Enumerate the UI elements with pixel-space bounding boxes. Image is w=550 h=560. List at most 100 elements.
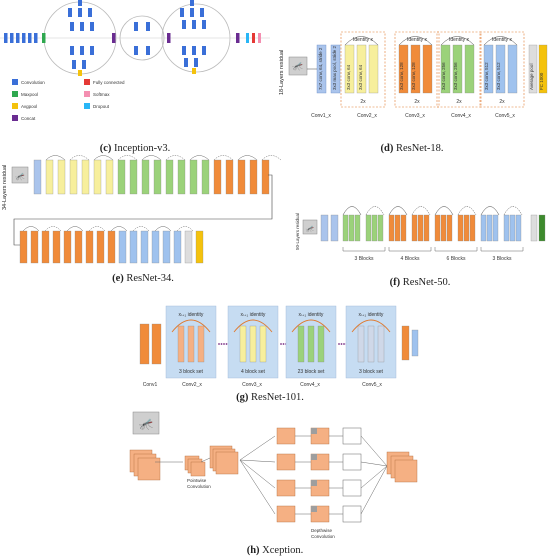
block-set-label: 4 block set xyxy=(241,369,266,375)
resnet-34-layer xyxy=(201,159,210,195)
dotted-connector xyxy=(282,343,285,345)
residual-layer-block xyxy=(177,325,185,363)
residual-layer-block xyxy=(483,44,494,94)
resnet-18-caption: (d) ResNet-18. xyxy=(380,143,444,154)
stage-label: Conv5_x xyxy=(362,382,382,388)
stage-label: Conv4_x xyxy=(300,382,320,388)
resnet-34-wrap-connector xyxy=(13,174,273,246)
convolution-block xyxy=(90,46,94,55)
residual-layer-block xyxy=(367,325,375,363)
bottleneck-layer xyxy=(446,214,453,242)
depthwise-input-block xyxy=(276,505,296,523)
convolution-block xyxy=(10,33,14,43)
dropout-block xyxy=(246,33,249,43)
skip-connection-arc xyxy=(440,36,475,46)
merge-arrow xyxy=(360,461,388,467)
convolution-block xyxy=(182,46,186,55)
skip-connection-arc xyxy=(69,155,90,161)
resnet-34-layer xyxy=(30,230,39,264)
skip-connection-arc xyxy=(480,206,500,216)
residual-layer-block xyxy=(452,44,463,94)
maxpool-block xyxy=(330,44,341,94)
skip-connection-arc xyxy=(213,155,234,161)
average-pool-block xyxy=(401,325,410,361)
bottleneck-layer xyxy=(423,214,430,242)
resnet-34-diagram: 34-Layers residual 🦟 xyxy=(2,155,282,264)
skip-connection-arc xyxy=(237,155,258,161)
resnet-34-layer xyxy=(52,230,61,264)
residual-layer-block xyxy=(344,44,355,94)
legend-label: Concat xyxy=(21,116,36,121)
legend-label: Maxpool xyxy=(21,92,38,97)
convolution-block xyxy=(190,0,194,6)
depthwise-output-block xyxy=(342,479,362,497)
resnet-34-layer xyxy=(85,230,94,264)
depthwise-output-block xyxy=(342,453,362,471)
legend-label: Dropout xyxy=(93,104,110,109)
skip-connection-arc xyxy=(189,155,210,161)
convolution-block xyxy=(192,46,196,55)
bottleneck-layer xyxy=(515,214,522,242)
resnet-34-layer xyxy=(177,159,186,195)
skip-connection-arc xyxy=(457,206,477,216)
average-pool-block xyxy=(530,214,538,242)
legend-label: Avgpool xyxy=(21,104,37,109)
bottleneck-layer xyxy=(371,214,378,242)
resnet-34-layer xyxy=(151,230,160,264)
bottleneck-layer xyxy=(457,214,464,242)
convolution-block xyxy=(68,8,72,17)
skip-connection-arc xyxy=(22,226,40,232)
dotted-connector xyxy=(280,343,282,345)
legend-swatch xyxy=(12,79,18,85)
stage-label: Conv3_x xyxy=(405,113,425,119)
convolution-block xyxy=(34,33,38,43)
skip-connection-arc xyxy=(45,155,66,161)
conv1-block xyxy=(139,323,150,365)
skip-connection-arc xyxy=(141,155,162,161)
legend-swatch xyxy=(12,91,18,97)
layer-label: 3x3 conv, 512 xyxy=(496,62,501,90)
skip-connection-arc xyxy=(44,226,62,232)
depthwise-input-block xyxy=(276,453,296,471)
convolution-block xyxy=(182,20,186,29)
resnet-34-layer xyxy=(107,230,116,264)
resnet-34-layer xyxy=(63,230,72,264)
concat-block xyxy=(236,33,240,43)
block-brace xyxy=(342,247,386,252)
legend-label: Softmax xyxy=(93,92,110,97)
convolution-block xyxy=(78,8,82,17)
convolution-block xyxy=(4,33,8,43)
softmax-block xyxy=(258,33,261,43)
pointwise-label: Pointwise xyxy=(187,478,207,483)
skip-connection-arc xyxy=(132,226,150,232)
identity-label: xₗ₊₁ identity xyxy=(241,312,266,318)
resnet-34-layer xyxy=(74,230,83,264)
maxpool-block xyxy=(151,323,162,365)
skip-connection-arc xyxy=(93,155,114,161)
layer-label: 3x3 conv, 128 xyxy=(399,62,404,90)
depthwise-kernel xyxy=(311,428,317,434)
residual-layer-block xyxy=(507,44,518,94)
mosquito-input-image xyxy=(11,166,29,184)
maxpool-block xyxy=(330,214,339,242)
legend-swatch xyxy=(84,103,90,109)
middle-feature-stack xyxy=(215,451,239,475)
identity-label: Identity x xyxy=(407,37,428,43)
identity-label: xₗ₊₁ identity xyxy=(179,312,204,318)
dotted-connector xyxy=(218,343,220,345)
mosquito-input-image xyxy=(288,56,308,76)
residual-layer-block xyxy=(307,325,315,363)
residual-layer-block xyxy=(398,44,409,94)
bottleneck-layer xyxy=(365,214,372,242)
identity-label: Identity x xyxy=(353,37,374,43)
skip-connection-arc xyxy=(165,155,186,161)
resnet-34-layer xyxy=(140,230,149,264)
convolution-block xyxy=(134,22,138,31)
block-set-label: 3 block set xyxy=(359,369,384,375)
resnet-34-panel: 34-Layers residual 🦟 (e) ResNet-34. xyxy=(0,155,295,295)
convolution-block xyxy=(146,46,150,55)
fc-block xyxy=(538,44,548,94)
layer-label: 3x3 max pool, stride 2 xyxy=(332,45,337,90)
